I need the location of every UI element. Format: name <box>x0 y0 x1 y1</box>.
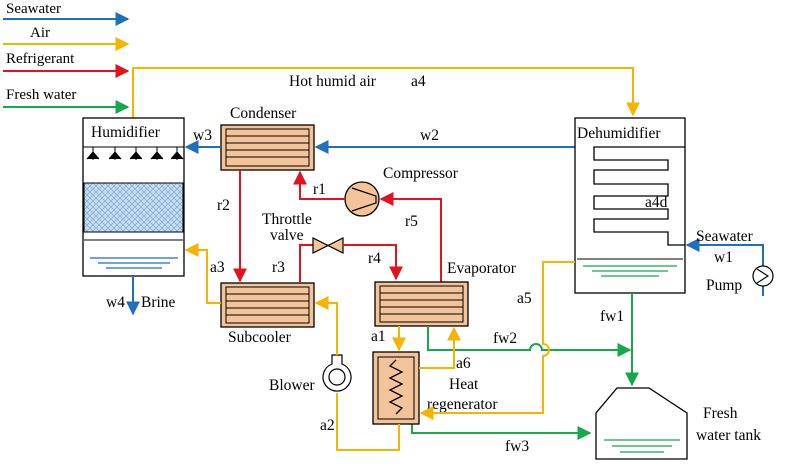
brine-label: Brine <box>141 294 176 311</box>
compressor-label: Compressor <box>383 165 459 182</box>
legend-air-label: Air <box>30 25 50 41</box>
dehumidifier-label: Dehumidifier <box>577 125 661 142</box>
stream-a1: a1 <box>371 326 406 352</box>
tank-label-line1: Fresh <box>703 405 738 422</box>
stream-r4: r4 <box>343 244 403 281</box>
dehumidifier: Dehumidifier a4d <box>574 117 686 294</box>
humidifier-packing <box>83 182 184 233</box>
stream-r1-label: r1 <box>313 181 326 198</box>
stream-r3-label: r3 <box>272 259 285 276</box>
dehumidifier-coil <box>593 146 685 246</box>
stream-a3-label: a3 <box>210 259 225 276</box>
stream-fw3-label: fw3 <box>505 438 529 455</box>
stream-w3-label: w3 <box>193 127 212 144</box>
evaporator: Evaporator <box>374 260 517 327</box>
stream-fw2: fw2 <box>427 326 632 357</box>
stream-a5: a5 <box>419 261 575 420</box>
stream-r5-label: r5 <box>405 213 418 230</box>
stream-a3: a3 <box>184 243 225 304</box>
fresh-water-tank: Fresh water tank <box>595 387 761 460</box>
stream-r2: r2 <box>217 170 247 283</box>
stream-r3: r3 <box>272 244 313 282</box>
throttle-label-line1: Throttle <box>262 211 312 228</box>
tank-label-line2: water tank <box>696 427 761 444</box>
pump-label: Pump <box>706 277 742 294</box>
condenser: Condenser <box>220 105 315 171</box>
stream-a2: a2 <box>320 393 400 451</box>
stream-w3: w3 <box>184 127 221 154</box>
pump: Pump <box>706 265 774 294</box>
legend: Seawater Air Refrigerant Fresh water <box>3 1 130 114</box>
stream-a1-label: a1 <box>371 328 386 345</box>
subcooler-label: Subcooler <box>228 329 292 346</box>
blower-label: Blower <box>269 377 315 394</box>
condenser-label: Condenser <box>230 105 297 122</box>
compressor: Compressor <box>344 165 459 217</box>
throttle-label-line2: valve <box>270 227 304 244</box>
stream-r5: r5 <box>379 192 442 282</box>
spray-nozzles <box>86 147 184 160</box>
throttle-valve: Throttle valve <box>262 211 344 254</box>
blower: Blower <box>269 354 352 394</box>
stream-a5-label: a5 <box>517 290 532 307</box>
stream-r1: r1 <box>293 170 345 200</box>
stream-r4-label: r4 <box>368 250 381 267</box>
stream-w4-label: w4 <box>106 294 125 311</box>
humidifier: Humidifier <box>82 117 185 277</box>
hot-air-stream: Hot humid air a4 <box>132 67 640 118</box>
evaporator-label: Evaporator <box>447 260 517 277</box>
stream-fw1: fw1 <box>600 293 639 387</box>
brine-outlet: w4 Brine <box>106 276 176 316</box>
regenerator-label-line1: Heat <box>449 376 479 393</box>
stream-a4d-label: a4d <box>645 194 668 211</box>
legend-fresh-water-label: Fresh water <box>6 87 76 103</box>
humidifier-label: Humidifier <box>91 124 161 141</box>
stream-w1-label: w1 <box>714 249 733 266</box>
stream-a6: a6 <box>419 326 471 372</box>
hot-air-label: Hot humid air <box>289 73 377 90</box>
regenerator-label-line2: regenerator <box>427 396 498 413</box>
stream-r2-label: r2 <box>217 197 230 214</box>
stream-fw2-label: fw2 <box>493 330 517 347</box>
seawater-inlet-label: Seawater <box>696 228 754 245</box>
heat-regenerator: Heat regenerator <box>372 351 498 425</box>
legend-refrigerant-label: Refrigerant <box>6 51 75 67</box>
subcooler: Subcooler <box>220 282 315 346</box>
stream-fw1-label: fw1 <box>600 308 624 325</box>
stream-a2-label: a2 <box>320 417 335 434</box>
stream-a6-label: a6 <box>456 355 471 372</box>
seawater-inlet: Seawater w1 <box>685 228 764 296</box>
stream-w2-label: w2 <box>420 127 439 144</box>
stream-w2: w2 <box>314 127 575 154</box>
stream-blower-subcooler <box>314 296 338 355</box>
legend-seawater-label: Seawater <box>6 1 61 17</box>
stream-a4-label: a4 <box>411 73 426 90</box>
stream-fw3: fw3 <box>411 424 592 455</box>
